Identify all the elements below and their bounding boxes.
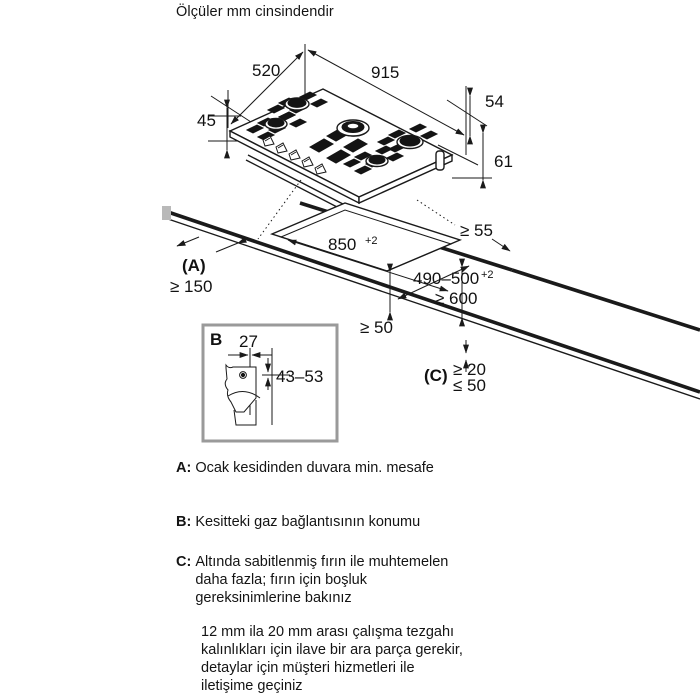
dim-61-value: 61 — [494, 152, 513, 171]
worktop-front-edge-bottom — [167, 218, 700, 400]
detail-b-dim-43-53: 43–53 — [262, 358, 323, 390]
dim-c-thickness: (C) ≥ 20 ≤ 50 — [424, 340, 486, 395]
worktop-rear-edge-ext — [511, 268, 700, 332]
dim-54: 54 — [467, 87, 504, 145]
gas-pipe-stub — [435, 150, 445, 171]
dim-850-tolerance: +2 — [365, 235, 378, 247]
legend-item-b: B: Kesitteki gaz bağlantısının konumu — [176, 514, 506, 532]
extra-note-line: detaylar için müşteri hizmetleri ile — [201, 659, 415, 676]
dim-45: 45 — [197, 99, 241, 159]
detail-b-height-value: 43–53 — [276, 367, 323, 386]
dim-side-50: ≥ 50 — [360, 263, 393, 337]
dim-c-max-value: ≤ 50 — [453, 376, 486, 395]
hob-right-edge — [358, 153, 453, 205]
detail-b-width-value: 27 — [239, 332, 258, 351]
dim-a-150: (A) ≥ 150 — [170, 236, 247, 296]
dim-520-value: 520 — [252, 61, 280, 80]
dim-c-min-value: ≥ 20 — [453, 360, 486, 379]
extra-note-line: kalınlıkları için ilave bir ara parça ge… — [201, 642, 463, 659]
worktop-end-cap — [162, 206, 171, 220]
alignment-drop-lines — [257, 179, 456, 240]
dim-600: ≥ 600 — [435, 258, 477, 327]
label-c: (C) — [424, 366, 448, 385]
burner-grate-right-rear — [376, 123, 439, 153]
legend-line: daha fazla; fırın için boşluk — [195, 572, 367, 589]
control-knobs — [262, 135, 327, 175]
label-a: (A) — [182, 256, 206, 275]
hob-perspective-view: 520 915 45 54 61 — [197, 44, 513, 240]
detail-b-box: B 27 43–53 — [201, 323, 339, 443]
legend-item-a: A: Ocak kesidinden duvara min. mesafe — [176, 460, 506, 478]
legend-text-b: Kesitteki gaz bağlantısının konumu — [195, 514, 506, 532]
legend-text-a: Ocak kesidinden duvara min. mesafe — [195, 460, 506, 478]
burner-grate-center-wok — [308, 119, 370, 164]
legend-spacer-2 — [176, 531, 506, 554]
dim-a-value: ≥ 150 — [170, 277, 212, 296]
detail-b-frame — [201, 323, 339, 443]
dim-915: 915 — [307, 49, 465, 136]
dim-490-500-value: 490–500 — [413, 269, 479, 288]
worktop-front-edge-top — [167, 210, 700, 394]
dim-915-value: 915 — [371, 63, 399, 82]
dim-54-value: 54 — [485, 92, 504, 111]
dim-490-500-tolerance: +2 — [481, 269, 494, 281]
extra-note-line: 12 mm ila 20 mm arası çalışma tezgahı — [201, 624, 455, 641]
dim-55-value: ≥ 55 — [460, 221, 493, 240]
burner-grate-mid-left — [245, 111, 308, 141]
extra-note-line: iletişime geçiniz — [201, 677, 303, 694]
legend-key-b: B: — [176, 513, 192, 530]
legend-key-c: C: — [176, 554, 192, 571]
units-note: Ölçüler mm cinsindendir — [176, 4, 334, 20]
dim-45-value: 45 — [197, 111, 216, 130]
dim-50-value: ≥ 50 — [360, 318, 393, 337]
dim-600-value: ≥ 600 — [435, 289, 477, 308]
legend-item-c: C: Altında sabitlenmiş fırın ile muhteme… — [176, 554, 506, 607]
legend-spacer-1 — [176, 478, 506, 514]
legend-key-a: A: — [176, 460, 192, 476]
detail-b-label: B — [210, 330, 222, 349]
dim-61: 61 — [452, 124, 513, 189]
dim-520: 520 — [230, 51, 304, 125]
extra-note: 12 mm ila 20 mm arası çalışma tezgahı ka… — [201, 624, 506, 695]
gas-connection-shape — [224, 363, 261, 426]
legend-block: A: Ocak kesidinden duvara min. mesafe B:… — [176, 460, 506, 695]
legend-line: Kesitteki gaz bağlantısının konumu — [195, 513, 421, 530]
legend-text-c: Altında sabitlenmiş fırın ile muhtemelen… — [195, 554, 506, 607]
dim-rear-55: ≥ 55 — [460, 221, 511, 252]
worktop-cutout-view: 850 +2 490–500 +2 (A) ≥ 150 ≥ 55 — [162, 201, 700, 400]
legend-line: Ocak kesidinden duvara min. mesafe — [195, 460, 434, 476]
legend-line: Altında sabitlenmiş fırın ile muhtemelen — [195, 554, 449, 571]
legend-line: gereksinimlerine bakınız — [195, 589, 352, 606]
burner-grate-right-front — [342, 145, 405, 175]
dim-850-value: 850 — [328, 235, 356, 254]
